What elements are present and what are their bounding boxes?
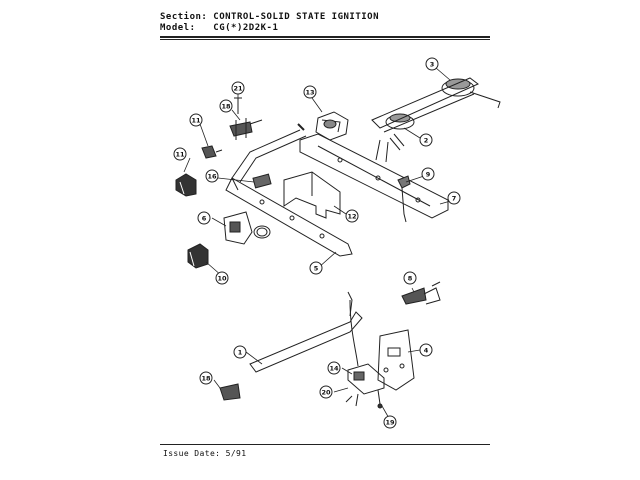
terminal-bracket: [229, 118, 263, 140]
clip-part: [397, 175, 411, 189]
spring-coil: [253, 225, 271, 239]
gas-valve: [347, 363, 385, 409]
svg-text:10: 10: [217, 275, 227, 283]
spark-module: [252, 173, 272, 189]
svg-text:12: 12: [347, 213, 356, 221]
callout-19: 19: [383, 415, 397, 429]
issue-label: Issue Date:: [163, 449, 221, 458]
igniter-module: [315, 111, 349, 141]
valve-switch: [223, 211, 253, 245]
svg-text:11: 11: [175, 151, 185, 159]
model-value: CG(*)2D2K-1: [213, 23, 279, 33]
header-rule-thick: [160, 36, 490, 38]
callout-14: 14: [327, 361, 341, 375]
section-label: Section:: [160, 12, 208, 22]
svg-text:2: 2: [424, 137, 429, 145]
svg-text:16: 16: [207, 173, 217, 181]
screw-part: [234, 97, 242, 114]
svg-text:8: 8: [408, 275, 413, 283]
callout-12: 12: [345, 209, 359, 223]
svg-text:1: 1: [238, 349, 243, 357]
heat-shield: [283, 171, 341, 219]
electrode-connector: [401, 281, 441, 305]
svg-text:7: 7: [452, 195, 457, 203]
callout-3: 3: [425, 57, 439, 71]
svg-text:20: 20: [321, 389, 331, 397]
gas-line: [349, 299, 359, 367]
small-bracket: [219, 383, 241, 401]
section-row: Section: CONTROL-SOLID STATE IGNITION: [160, 12, 379, 23]
svg-text:6: 6: [202, 215, 207, 223]
model-label: Model:: [160, 23, 196, 33]
terminal-small: [201, 145, 223, 159]
header-rule-thin: [160, 39, 490, 40]
model-row: Model: CG(*)2D2K-1: [160, 23, 379, 34]
wire-harness: [231, 123, 307, 191]
callout-8: 8: [403, 271, 417, 285]
diagram-header: Section: CONTROL-SOLID STATE IGNITION Mo…: [160, 12, 379, 34]
section-value: CONTROL-SOLID STATE IGNITION: [213, 12, 379, 22]
svg-text:11: 11: [191, 117, 201, 125]
callout-9: 9: [421, 167, 435, 181]
svg-text:5: 5: [314, 265, 319, 273]
footer-rule: [160, 444, 490, 445]
svg-text:14: 14: [329, 365, 339, 373]
callout-20: 20: [319, 385, 333, 399]
callouts: 3 2 13 21 18 11 11 16 9 7 12 6 10 5 8 4 …: [173, 57, 461, 429]
callout-16: 16: [205, 169, 219, 183]
burner-assembly: [371, 77, 501, 163]
svg-text:19: 19: [385, 419, 395, 427]
knob-lower: [187, 243, 209, 269]
manifold-bracket: [299, 133, 449, 223]
valve-screw: [345, 395, 353, 403]
manifold-pipe: [225, 177, 353, 257]
svg-text:3: 3: [430, 61, 435, 69]
callout-11: 11: [189, 113, 203, 127]
callout-18: 18: [199, 371, 213, 385]
callout-7: 7: [447, 191, 461, 205]
callout-10: 10: [215, 271, 229, 285]
callout-1: 1: [233, 345, 247, 359]
callout-6: 6: [197, 211, 211, 225]
issue-value: 5/91: [225, 449, 247, 458]
svg-text:21: 21: [233, 85, 243, 93]
callout-2: 2: [419, 133, 433, 147]
mounting-bracket: [377, 329, 415, 391]
callout-11: 11: [173, 147, 187, 161]
callout-21: 21: [231, 81, 245, 95]
svg-text:18: 18: [221, 103, 231, 111]
svg-text:9: 9: [426, 171, 431, 179]
callout-18: 18: [219, 99, 233, 113]
callout-13: 13: [303, 85, 317, 99]
svg-text:18: 18: [201, 375, 211, 383]
issue-date: Issue Date: 5/91: [163, 449, 246, 458]
callout-4: 4: [419, 343, 433, 357]
burner-tube: [249, 291, 363, 373]
callout-5: 5: [309, 261, 323, 275]
knob-upper: [175, 173, 197, 197]
svg-text:4: 4: [424, 347, 429, 355]
svg-text:13: 13: [305, 89, 314, 97]
